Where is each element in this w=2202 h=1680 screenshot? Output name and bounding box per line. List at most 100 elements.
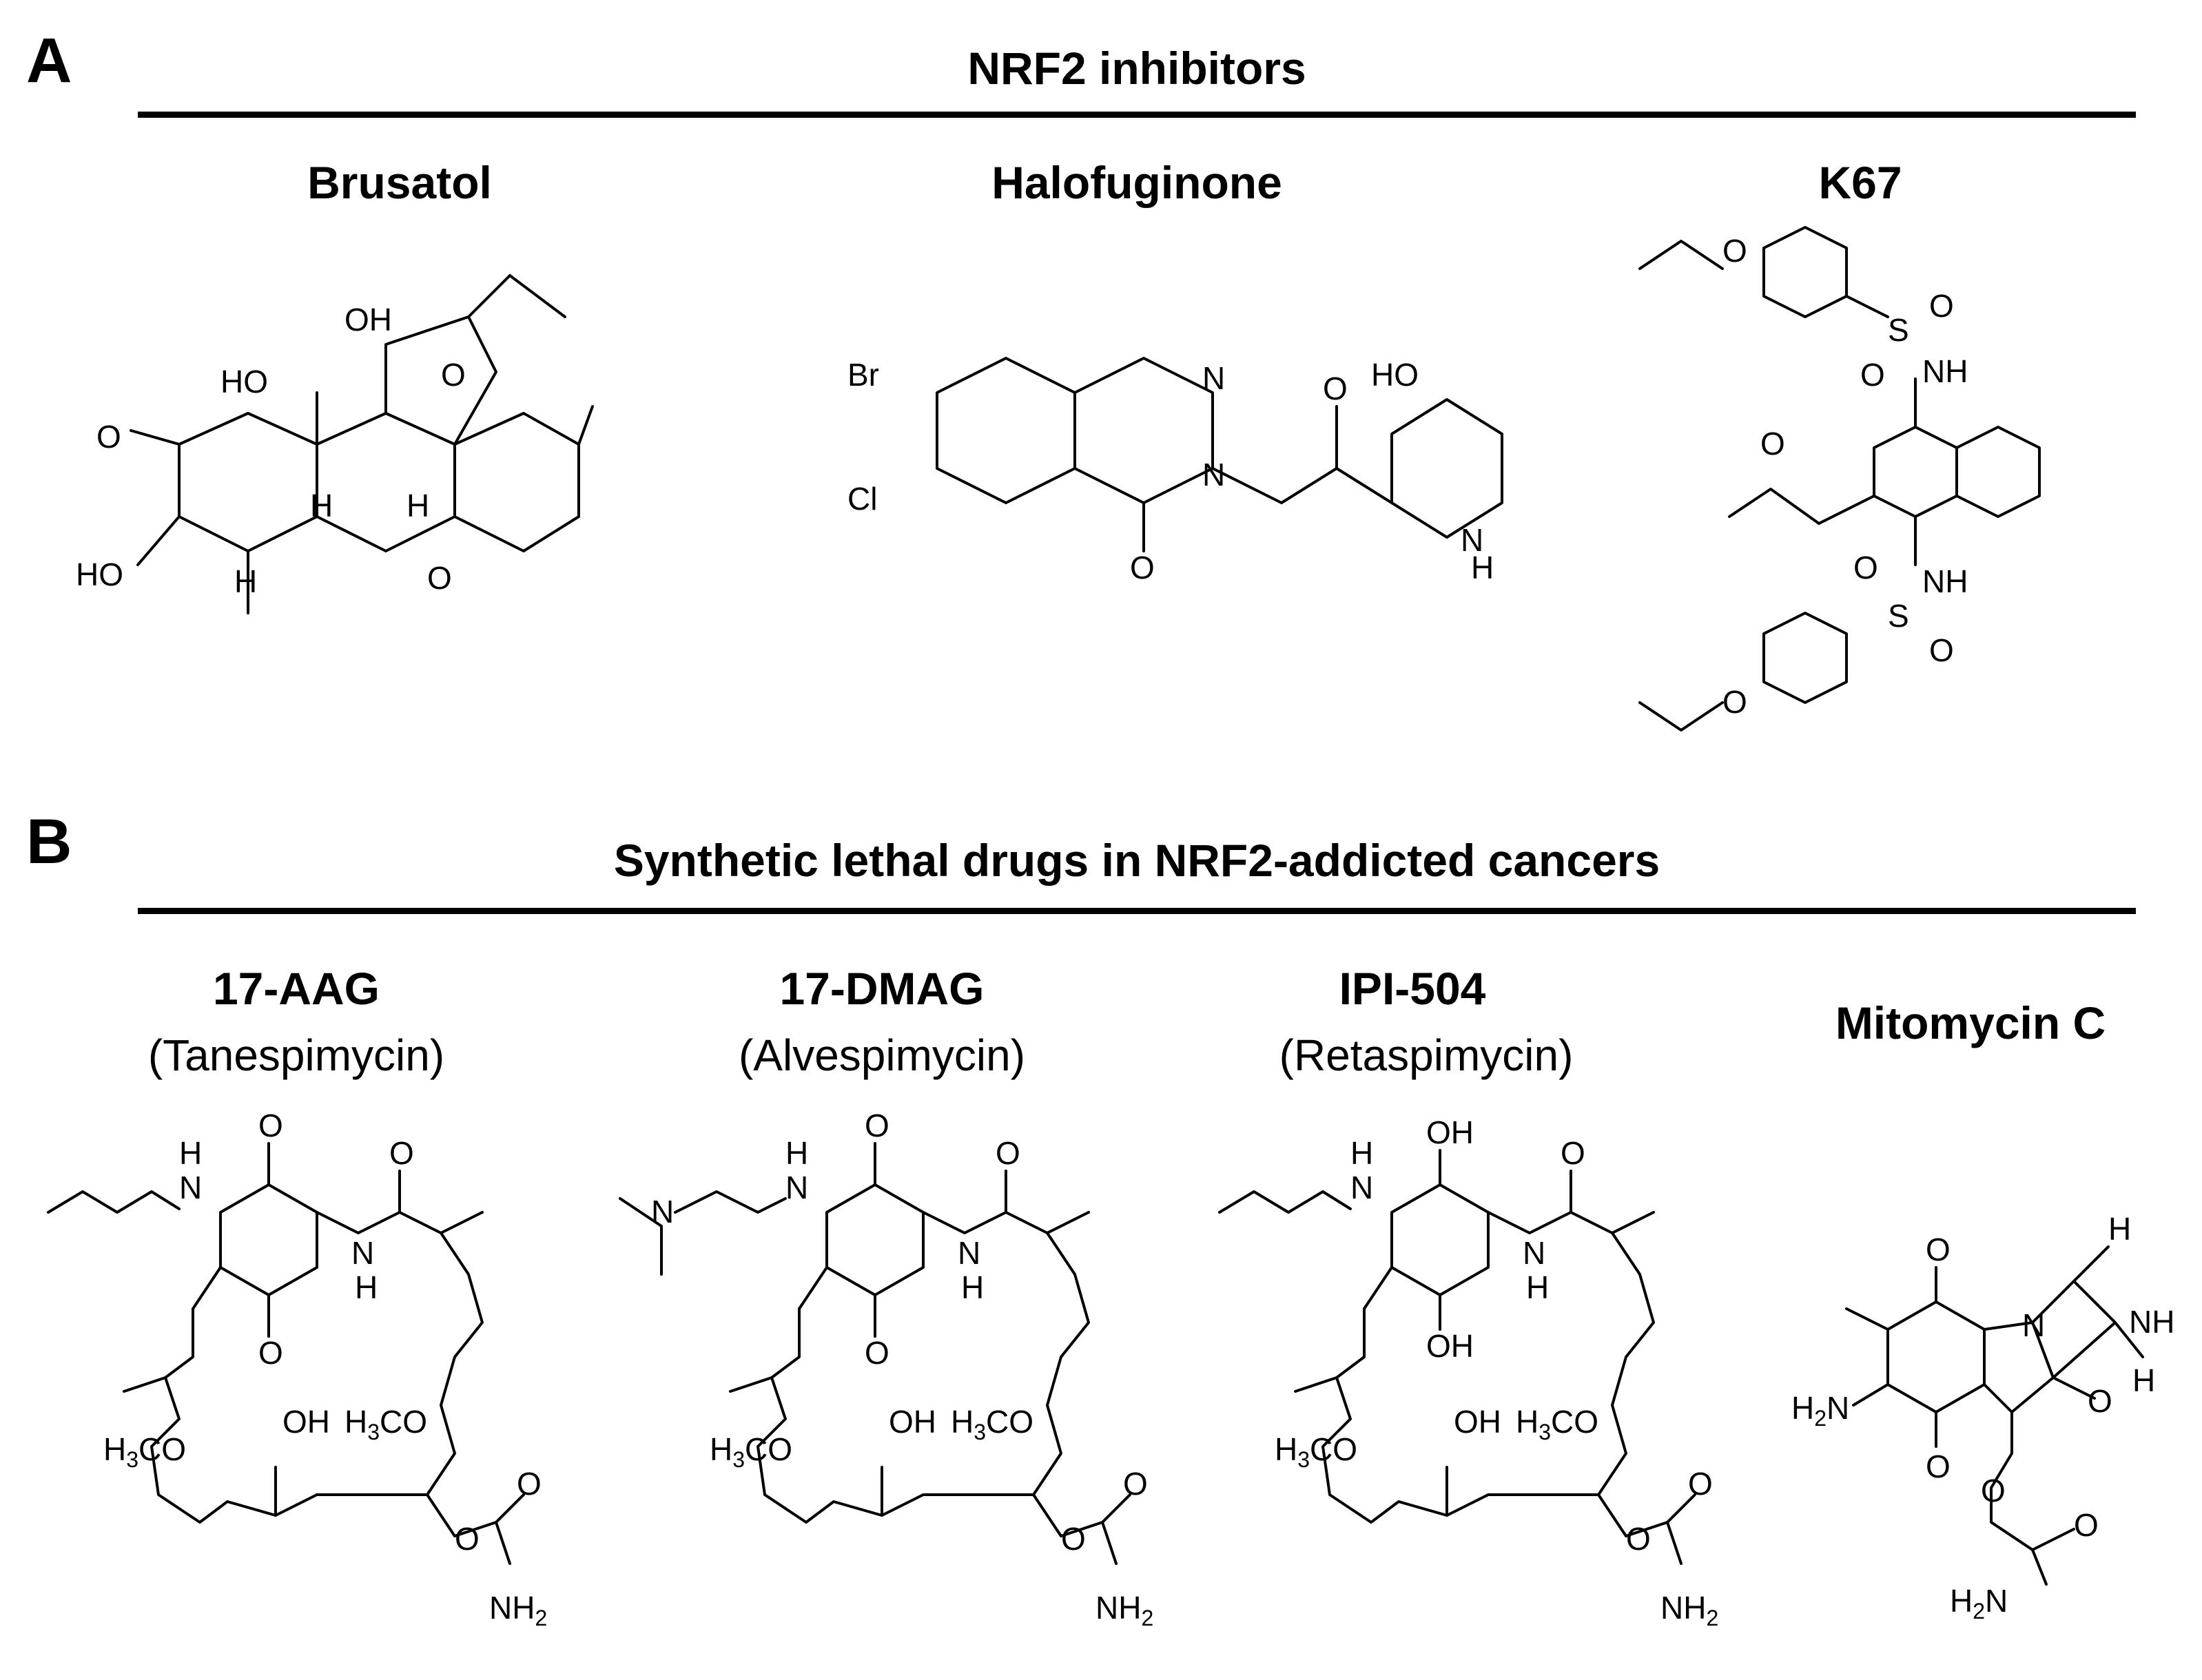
atom-label: H3CO	[103, 1431, 186, 1472]
atom-label: OH	[282, 1404, 330, 1440]
atom-label: H	[234, 563, 257, 599]
brusatol-structure: O HO HO OH O O H H H	[76, 274, 594, 614]
compound-alias-retaspimycin: (Retaspimycin)	[1279, 1030, 1574, 1080]
atom-label: N	[2022, 1307, 2045, 1343]
atom-label: O	[1860, 357, 1885, 393]
atom-label: O	[996, 1135, 1020, 1171]
atom-label: O	[1926, 1449, 1951, 1484]
atom-label: O	[517, 1466, 542, 1502]
k67-structure: O S O O NH O NH S O O O	[1638, 226, 2041, 732]
atom-label: NH	[2129, 1304, 2174, 1340]
atom-label: N	[1461, 522, 1483, 558]
compound-alias-tanespimycin: (Tanespimycin)	[147, 1030, 445, 1080]
compound-name-mitomycin-c: Mitomycin C	[1835, 997, 2106, 1048]
compound-name-17-aag: 17-AAG	[212, 963, 380, 1014]
atom-label: O	[865, 1108, 889, 1143]
compound-name-halofuginone: Halofuginone	[991, 157, 1282, 208]
atom-label: N	[351, 1235, 374, 1271]
atom-label: O	[427, 560, 452, 596]
atom-label: O	[1760, 426, 1785, 462]
atom-label: OH	[1426, 1114, 1474, 1150]
atom-label: O	[389, 1135, 414, 1171]
atom-label: OH	[889, 1404, 936, 1440]
atom-label: H	[407, 488, 429, 523]
halofuginone-structure: Br Cl N N O O HO N H	[847, 357, 1503, 585]
atom-label: O	[1688, 1466, 1713, 1502]
mitomycin-c-structure: O O N H NH H O H2N O O H2N	[1791, 1211, 2174, 1624]
atom-label: H3CO	[1516, 1404, 1598, 1444]
atom-label: HO	[1371, 357, 1419, 393]
atom-label: OH	[1454, 1404, 1501, 1440]
atom-label: H3CO	[710, 1431, 792, 1472]
atom-label: H2N	[1791, 1390, 1849, 1431]
atom-label: S	[1888, 598, 1909, 634]
atom-label: O	[455, 1521, 480, 1557]
atom-label: O	[1061, 1521, 1086, 1557]
atom-label: O	[258, 1108, 283, 1143]
atom-label: O	[441, 357, 466, 393]
17-dmag-structure: N H N O O N H O OH H3CO H3CO O O NH2	[619, 1108, 1153, 1630]
panel-b-title: Synthetic lethal drugs in NRF2-addicted …	[613, 835, 1660, 886]
atom-label: O	[1561, 1135, 1585, 1171]
atom-label: NH	[1922, 563, 1968, 599]
atom-label: N	[1350, 1170, 1373, 1205]
atom-label: HO	[220, 364, 268, 400]
atom-label: O	[96, 419, 121, 455]
compound-name-brusatol: Brusatol	[307, 157, 492, 208]
atom-label: N	[179, 1170, 202, 1205]
compound-name-17-dmag: 17-DMAG	[779, 963, 985, 1014]
atom-label: O	[1722, 233, 1747, 269]
atom-label: O	[1853, 550, 1878, 585]
atom-label: OH	[1426, 1328, 1474, 1364]
compound-name-k67: K67	[1818, 157, 1902, 208]
atom-label: O	[1929, 288, 1954, 324]
atom-label: H	[179, 1135, 202, 1171]
atom-label: O	[258, 1335, 283, 1371]
atom-label: H	[1526, 1269, 1549, 1305]
atom-label: O	[1981, 1473, 2006, 1508]
panel-a-divider	[138, 112, 2136, 118]
atom-label: NH2	[1095, 1590, 1153, 1630]
atom-label: NH	[1922, 353, 1968, 389]
atom-label: H	[355, 1269, 378, 1305]
atom-label: S	[1888, 312, 1909, 348]
atom-label: H	[2108, 1211, 2131, 1247]
atom-label: Br	[847, 357, 879, 393]
ipi-504-structure: H N OH OH N H O OH H3CO H3CO O O NH2	[1218, 1114, 1718, 1630]
atom-label: H	[2132, 1362, 2155, 1398]
atom-label: H3CO	[344, 1404, 427, 1444]
atom-label: O	[1130, 550, 1155, 585]
atom-label: H	[961, 1269, 984, 1305]
atom-label: O	[1626, 1521, 1651, 1557]
atom-label: N	[1523, 1235, 1545, 1271]
atom-label: OH	[344, 302, 392, 338]
compound-alias-alvespimycin: (Alvespimycin)	[738, 1030, 1026, 1080]
atom-label: NH2	[1660, 1590, 1718, 1630]
atom-label: O	[1929, 632, 1954, 668]
panel-a-letter: A	[26, 25, 72, 96]
atom-label: O	[2074, 1507, 2099, 1543]
atom-label: O	[1123, 1466, 1148, 1502]
atom-label: H	[310, 488, 333, 523]
atom-label: O	[2088, 1383, 2112, 1419]
atom-label: H	[1350, 1135, 1373, 1171]
panel-b-letter: B	[26, 807, 72, 877]
atom-label: O	[1926, 1232, 1951, 1267]
atom-label: O	[865, 1335, 889, 1371]
atom-label: O	[1323, 371, 1348, 406]
17-aag-structure: H N O O N H O OH H3CO H3CO O O NH2	[47, 1108, 547, 1630]
atom-label: N	[785, 1170, 808, 1205]
compound-name-ipi-504: IPI-504	[1339, 963, 1486, 1014]
atom-label: N	[1202, 457, 1225, 492]
atom-label: Cl	[847, 481, 877, 517]
atom-label: O	[1722, 684, 1747, 720]
atom-label: H	[785, 1135, 808, 1171]
panel-a-title: NRF2 inhibitors	[967, 43, 1306, 94]
atom-label: H3CO	[951, 1404, 1033, 1444]
atom-label: N	[1202, 360, 1225, 396]
panel-b-divider	[138, 908, 2136, 914]
atom-label: H	[1471, 550, 1494, 585]
atom-label: HO	[76, 557, 123, 592]
atom-label: N	[651, 1194, 674, 1230]
atom-label: H2N	[1950, 1583, 2008, 1624]
